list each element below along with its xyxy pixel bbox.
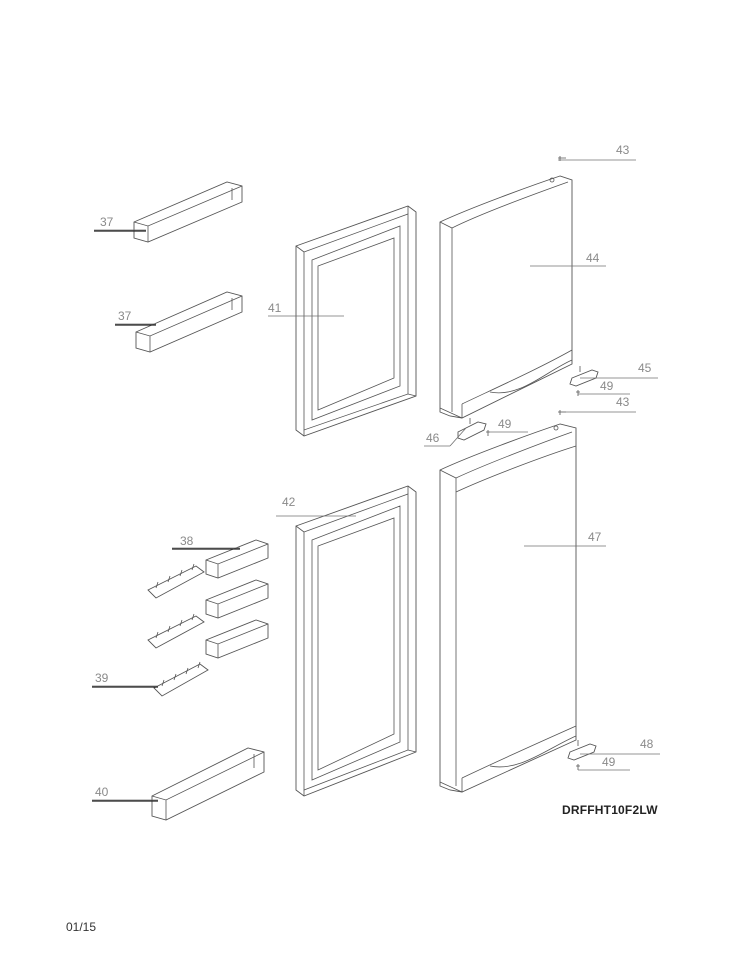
door-bin-upper-1 (133, 181, 243, 243)
callout-48: 48 (640, 737, 654, 751)
callout-47: 47 (588, 530, 602, 544)
callout-39: 39 (95, 671, 109, 685)
callout-46: 46 (426, 431, 440, 445)
bin-support-rails (147, 563, 209, 697)
callout-42: 42 (282, 495, 296, 509)
door-bin-upper-2 (135, 291, 243, 353)
callout-49-upper: 49 (600, 379, 614, 393)
leader-lines (92, 159, 660, 802)
freezer-door (439, 175, 573, 419)
callout-38: 38 (180, 534, 194, 548)
model-number: DRFFHT10F2LW (562, 803, 658, 817)
freezer-door-gasket (295, 205, 417, 437)
callout-labels: 37 37 38 39 40 41 42 43 44 45 49 43 46 4… (95, 143, 654, 799)
callout-40: 40 (95, 785, 109, 799)
large-door-bin (151, 747, 265, 821)
callout-49-lower: 49 (602, 755, 616, 769)
callout-37-upper: 37 (100, 215, 114, 229)
callout-43-upper: 43 (616, 143, 630, 157)
callout-41: 41 (268, 301, 282, 315)
page-number: 01/15 (66, 920, 97, 934)
callout-43-lower: 43 (616, 395, 630, 409)
small-door-bins (205, 539, 269, 659)
callout-37-lower: 37 (118, 309, 132, 323)
callout-44: 44 (586, 251, 600, 265)
callout-49-middle: 49 (498, 417, 512, 431)
callout-45: 45 (638, 361, 652, 375)
fresh-food-door-gasket (295, 485, 417, 797)
fresh-food-door (439, 423, 577, 793)
